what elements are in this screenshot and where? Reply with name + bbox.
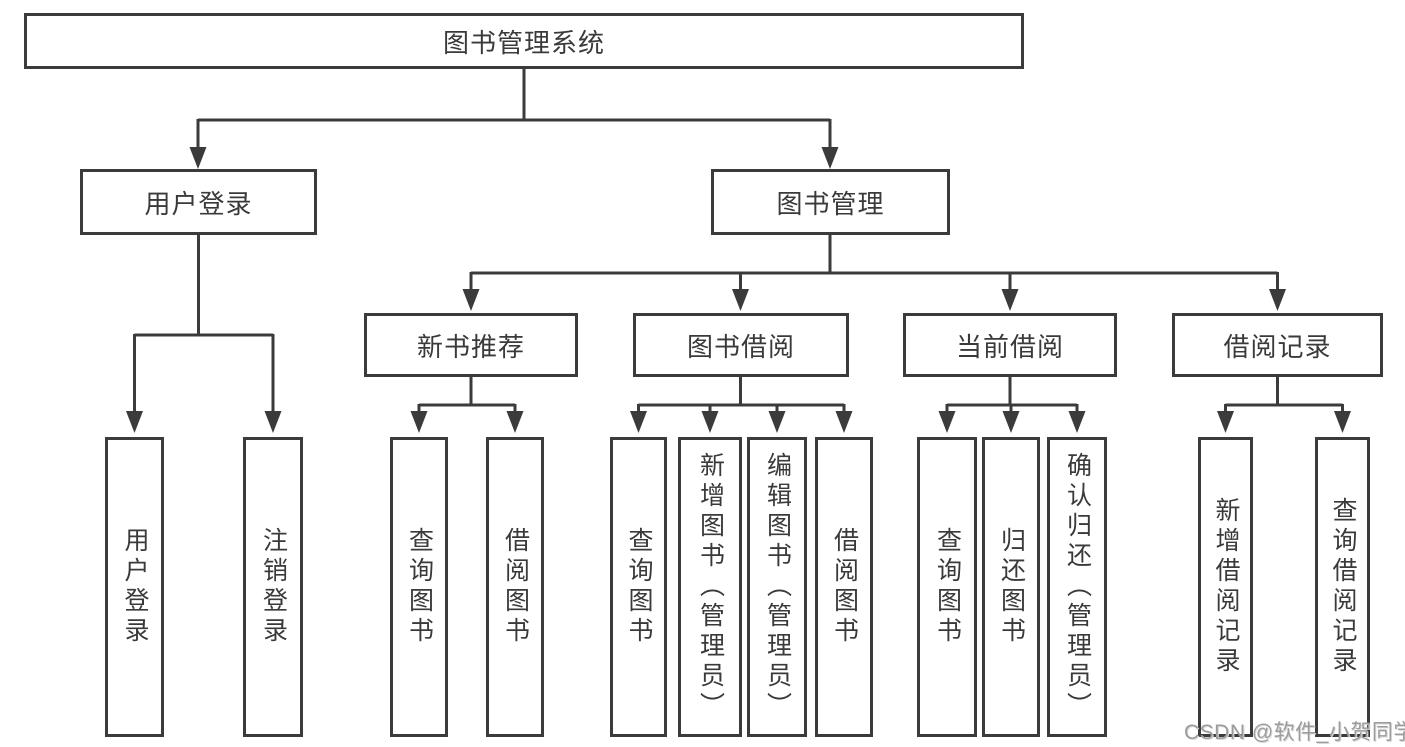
leaf-borrowing-borrow-books: 借阅图书 [815, 437, 873, 737]
leaf-current-return-books: 归还图书 [982, 437, 1040, 737]
leaf-label: 查询图书 [405, 527, 434, 647]
leaf-recommend-borrow-books: 借阅图书 [486, 437, 544, 737]
leaf-label: 查询图书 [625, 527, 653, 647]
leaf-records-add-record: 新增借阅记录 [1198, 437, 1253, 737]
leaf-label: 新增借阅记录 [1212, 497, 1240, 677]
leaf-records-query-record: 查询借阅记录 [1315, 437, 1370, 737]
leaf-logout: 注销登录 [243, 437, 303, 737]
leaf-borrowing-add-books-admin: 新增图书（管理员） [678, 437, 742, 737]
node-label: 图书管理系统 [442, 27, 605, 58]
leaf-label: 编辑图书（管理员） [763, 452, 792, 722]
node-label: 借阅记录 [1223, 331, 1332, 362]
node-label: 图书借阅 [686, 331, 795, 362]
leaf-current-query-books: 查询图书 [917, 437, 977, 737]
node-library-management-system: 图书管理系统 [24, 13, 1024, 69]
leaf-recommend-query-books: 查询图书 [390, 437, 448, 737]
leaf-user-login: 用户登录 [105, 437, 164, 737]
csdn-watermark: CSDN @软件_小贺同学 [1184, 721, 1405, 744]
arrowhead-icons [126, 147, 1351, 433]
node-label: 用户登录 [144, 188, 253, 219]
leaf-borrowing-query-books: 查询图书 [610, 437, 667, 737]
leaf-label: 借阅图书 [830, 527, 859, 647]
leaf-label: 注销登录 [259, 527, 288, 647]
leaf-current-confirm-return-admin: 确认归还（管理员） [1047, 437, 1107, 737]
node-borrowing-records: 借阅记录 [1172, 313, 1383, 377]
leaf-label: 查询借阅记录 [1329, 497, 1357, 677]
node-label: 图书管理 [776, 188, 885, 219]
node-user-login: 用户登录 [80, 169, 317, 235]
node-current-borrowing: 当前借阅 [903, 313, 1117, 377]
node-book-borrowing: 图书借阅 [633, 313, 849, 377]
node-label: 当前借阅 [955, 331, 1064, 362]
leaf-label: 用户登录 [121, 527, 149, 647]
leaf-label: 借阅图书 [501, 527, 530, 647]
leaf-label: 归还图书 [997, 527, 1026, 647]
node-book-management: 图书管理 [711, 169, 950, 235]
node-new-book-recommend: 新书推荐 [364, 313, 578, 377]
leaf-label: 查询图书 [933, 527, 962, 647]
leaf-borrowing-edit-books-admin: 编辑图书（管理员） [747, 437, 807, 737]
node-label: 新书推荐 [416, 331, 525, 362]
leaf-label: 确认归还（管理员） [1063, 452, 1092, 722]
leaf-label: 新增图书（管理员） [696, 452, 725, 722]
